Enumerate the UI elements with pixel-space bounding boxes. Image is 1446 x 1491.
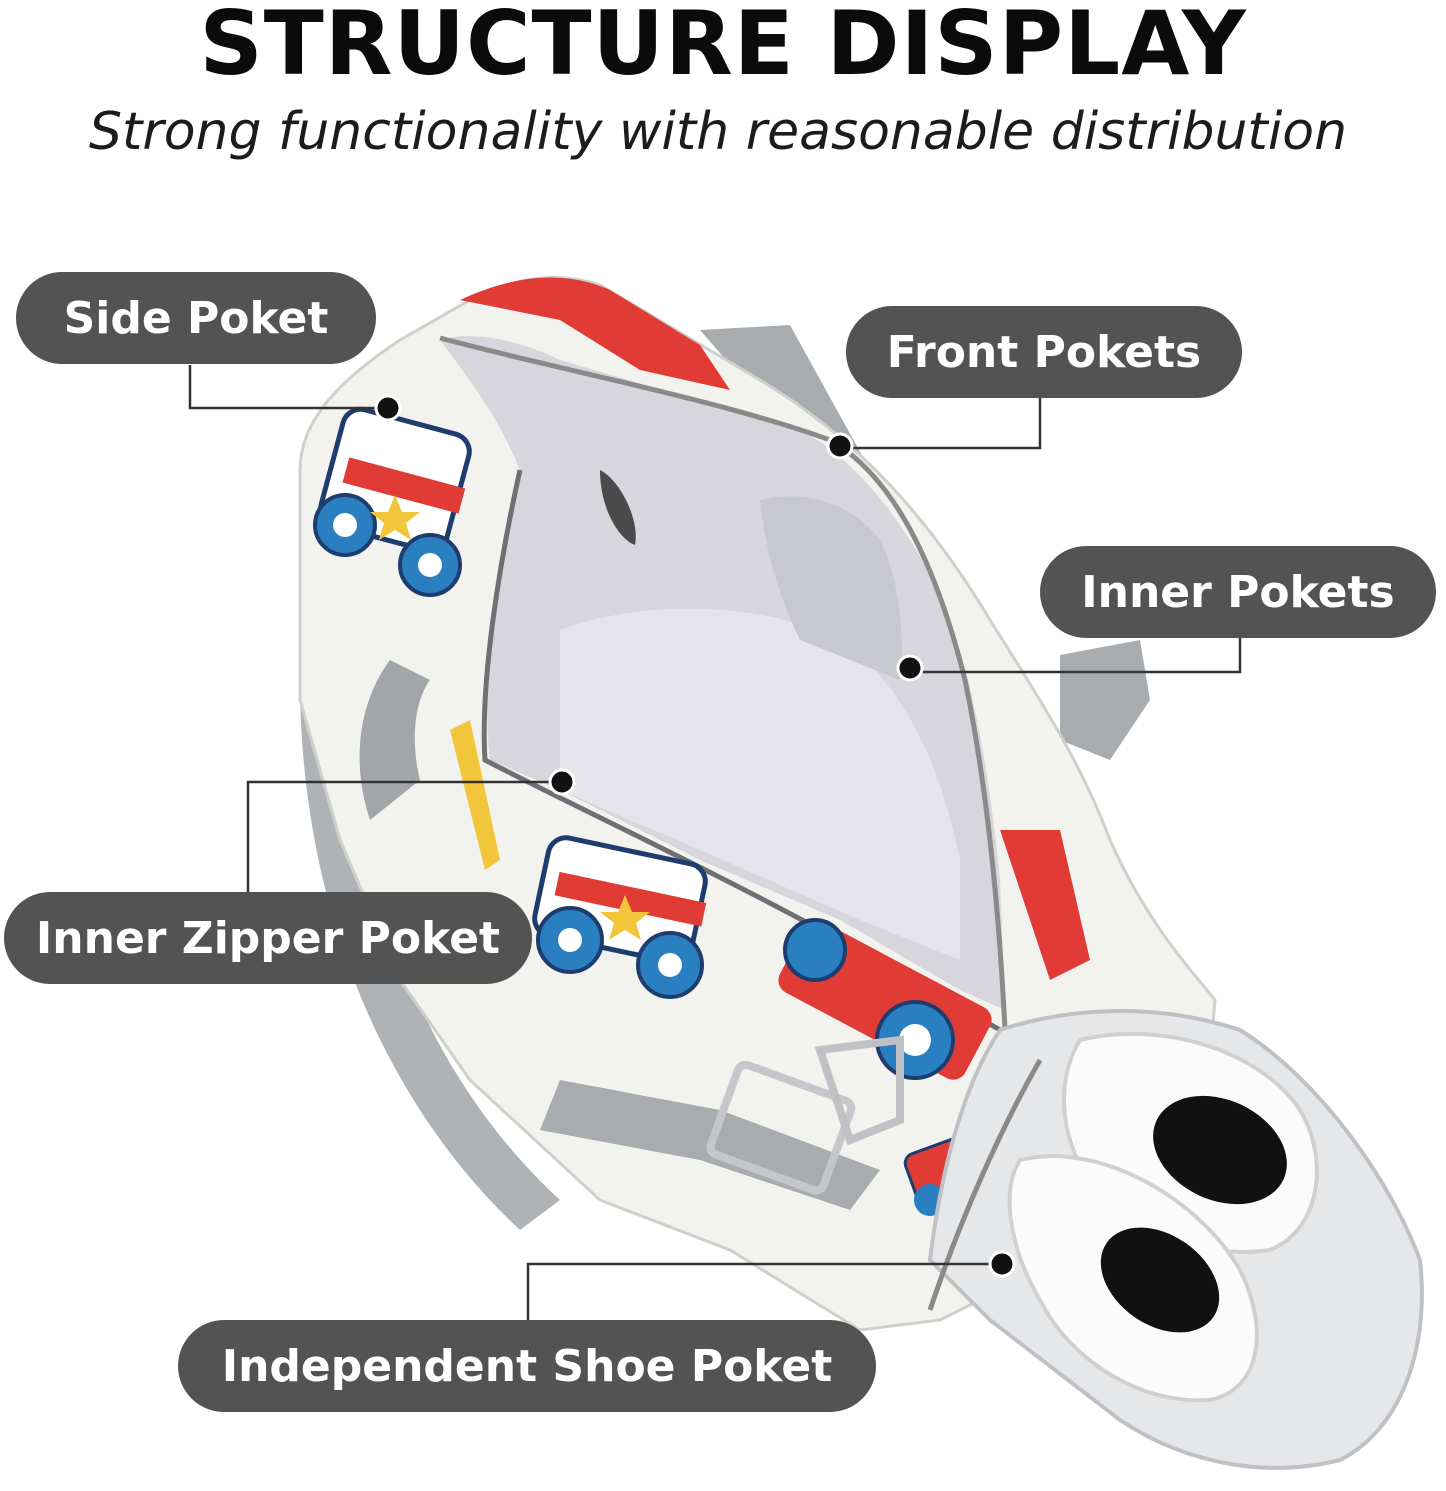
leader-side-poket xyxy=(188,365,388,410)
strap-buckle xyxy=(706,1060,856,1195)
label-side-poket: Side Poket xyxy=(16,272,376,364)
dot-side-poket xyxy=(374,394,402,422)
shoe-2-opening xyxy=(1100,1227,1220,1333)
shoe-zipper xyxy=(927,1058,1043,1311)
label-independent-shoe-poket: Independent Shoe Poket xyxy=(178,1320,876,1412)
leader-shoe-poket xyxy=(526,1262,1002,1320)
leader-inner-zipper-poket xyxy=(246,780,562,892)
red-print-side xyxy=(1000,830,1090,980)
dot-front-pokets xyxy=(826,432,854,460)
inner-pocket-panel xyxy=(760,496,902,680)
callout-dots xyxy=(374,394,1016,1278)
shoe-pair xyxy=(1007,1031,1319,1403)
zipper-top xyxy=(439,335,1008,1031)
strap-clip xyxy=(814,1035,904,1146)
dot-shoe-poket xyxy=(988,1250,1016,1278)
inner-fold xyxy=(560,608,960,960)
leader-inner-pokets xyxy=(910,638,1242,674)
leader-lines xyxy=(188,365,1242,1320)
dot-inner-pokets xyxy=(896,654,924,682)
label-front-pokets: Front Pokets xyxy=(846,306,1242,398)
yellow-print xyxy=(450,720,500,870)
dot-inner-zipper-poket xyxy=(548,768,576,796)
inner-shadow xyxy=(600,470,636,545)
label-inner-zipper-poket: Inner Zipper Poket xyxy=(4,892,532,984)
page-subtitle: Strong functionality with reasonable dis… xyxy=(88,102,1348,162)
police-car-print-2 xyxy=(532,835,708,999)
red-print xyxy=(460,277,730,390)
police-car-print-1 xyxy=(313,406,472,597)
bag-handle-right xyxy=(1060,640,1150,760)
shoulder-strap xyxy=(359,660,430,820)
shoe-1-opening xyxy=(1153,1095,1287,1205)
leader-front-pokets xyxy=(840,398,1042,450)
page-title: STRUCTURE DISPLAY xyxy=(199,0,1247,95)
label-inner-pokets: Inner Pokets xyxy=(1040,546,1436,638)
